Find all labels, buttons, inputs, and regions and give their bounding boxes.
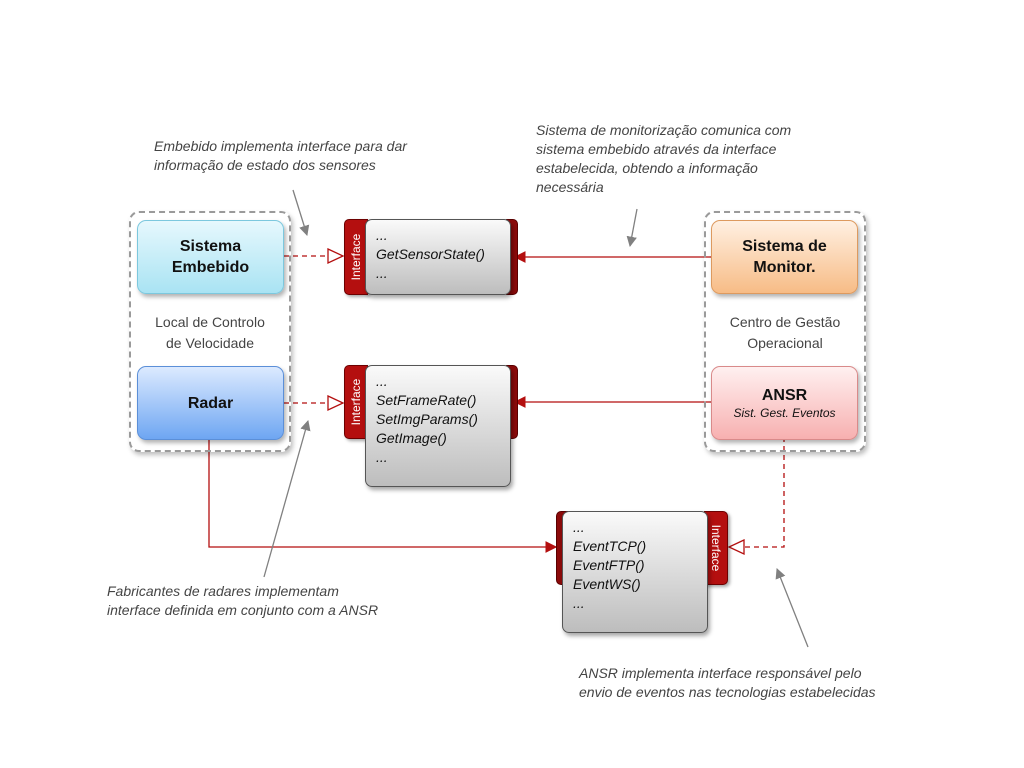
use-radar-events bbox=[208, 438, 558, 553]
interface-methods: ... SetFrameRate() SetImgParams() GetIma… bbox=[365, 365, 511, 487]
interface-sensor[interactable]: Interface ... GetSensorState() ... bbox=[344, 219, 518, 295]
realization-embebido-sensor bbox=[284, 247, 345, 265]
pointer-embebido-note bbox=[292, 189, 310, 236]
group-label-centro: Centro de Gestão Operacional bbox=[729, 314, 841, 351]
interface-tab: Interface bbox=[704, 511, 728, 585]
radar-box[interactable]: Radar bbox=[137, 366, 284, 440]
interface-methods: ... GetSensorState() ... bbox=[365, 219, 511, 295]
pointer-ansr-note bbox=[775, 568, 809, 648]
realization-ansr-events bbox=[727, 437, 785, 556]
sistema-monitor-box[interactable]: Sistema de Monitor. bbox=[711, 220, 858, 294]
group-label-local: Local de Controlo de Velocidade bbox=[155, 314, 265, 351]
interface-tab: Interface bbox=[344, 365, 368, 439]
interface-methods: ... EventTCP() EventFTP() EventWS() ... bbox=[562, 511, 708, 633]
pointer-monitor-note bbox=[626, 208, 638, 248]
group-local-controlo bbox=[129, 211, 291, 452]
ansr-box[interactable]: ANSR Sist. Gest. Eventos bbox=[711, 366, 858, 440]
realization-radar-interface bbox=[284, 394, 345, 412]
pointer-radares-note bbox=[263, 419, 311, 578]
note-monitor: Sistema de monitorização comunica com si… bbox=[536, 122, 792, 195]
group-centro-gestao bbox=[704, 211, 866, 452]
interface-events[interactable]: Interface ... EventTCP() EventFTP() Even… bbox=[556, 511, 728, 633]
sistema-embebido-box[interactable]: Sistema Embebido bbox=[137, 220, 284, 294]
interface-radar[interactable]: Interface ... SetFrameRate() SetImgParam… bbox=[344, 365, 518, 487]
note-ansr: ANSR implementa interface responsável pe… bbox=[579, 665, 876, 700]
note-radares: Fabricantes de radares implementam inter… bbox=[107, 583, 379, 618]
note-embebido: Embebido implementa interface para dar i… bbox=[154, 138, 407, 173]
